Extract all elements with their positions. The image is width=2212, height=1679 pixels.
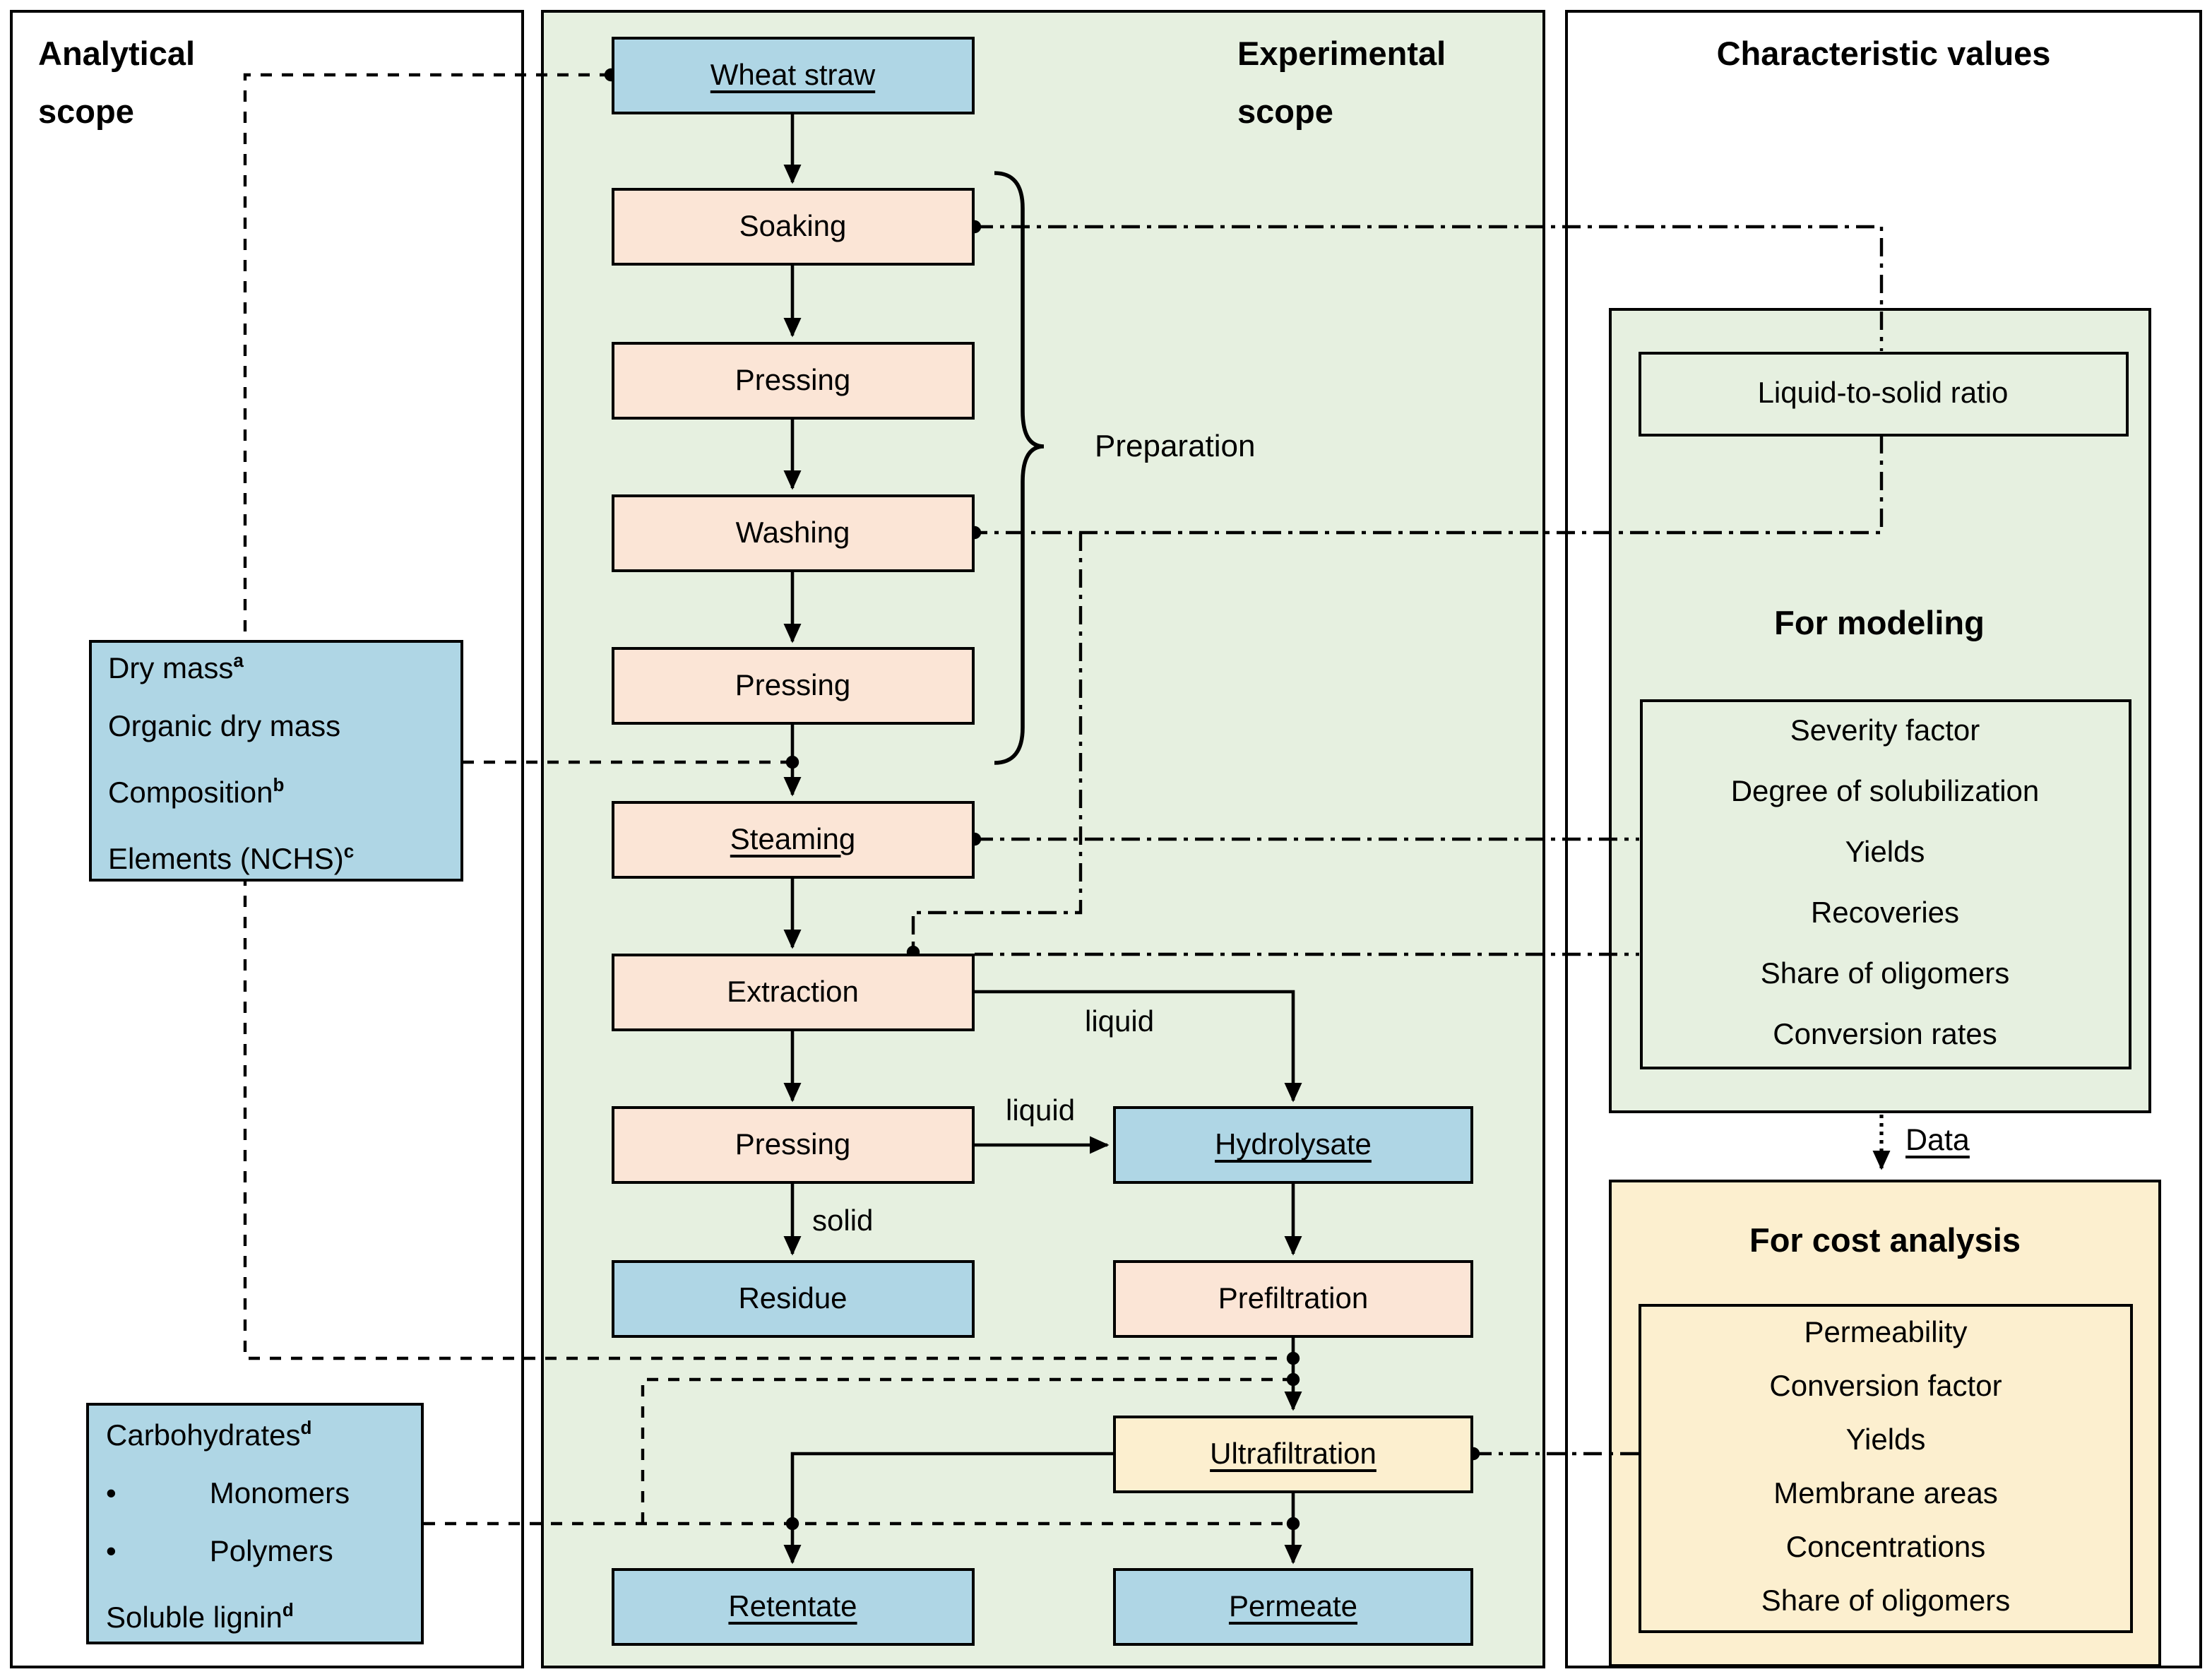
permeate-box: Permeate: [1113, 1568, 1473, 1646]
residue-label: Residue: [738, 1282, 848, 1315]
cost-values-box: Permeability Conversion factor Yields Me…: [1639, 1303, 2133, 1632]
modeling-item: Conversion rates: [1773, 1019, 1997, 1051]
analytical-dashed-connectors: [243, 73, 1293, 1526]
organic-dry-mass-line: Organic dry mass: [91, 699, 460, 757]
extraction-box: Extraction: [611, 953, 975, 1031]
for-modeling-title: For modeling: [1608, 595, 2151, 653]
pressing3-box: Pressing: [611, 1106, 975, 1184]
hydrolysate-label: Hydrolysate: [1215, 1129, 1372, 1161]
pressing2-box: Pressing: [611, 647, 975, 725]
prefiltration-box: Prefiltration: [1113, 1259, 1473, 1337]
steaming-box: Steaming: [611, 800, 975, 878]
bullet-icon: •: [106, 1536, 117, 1569]
steaming-label: Steaming: [730, 823, 856, 855]
wheat-straw-box: Wheat straw: [611, 36, 975, 114]
characteristic-title-text: Characteristic values: [1716, 35, 2051, 72]
washing-box: Washing: [611, 494, 975, 571]
polymers-line: • Polymers: [89, 1524, 421, 1582]
modeling-item: Recoveries: [1810, 897, 1960, 930]
organic-dry-mass-text: Organic dry mass: [108, 711, 341, 744]
bullet-icon: •: [106, 1478, 117, 1511]
cost-item: Permeability: [1804, 1316, 1968, 1349]
dry-mass-line: Dry massa: [91, 632, 460, 699]
characteristic-dashdot-connectors: [911, 225, 1884, 1456]
cost-item: Yields: [1845, 1423, 1926, 1456]
wheat-straw-label: Wheat straw: [710, 59, 876, 91]
data-text: Data: [1905, 1123, 1970, 1157]
cost-item: Membrane areas: [1773, 1478, 1998, 1511]
liquid-extraction-text: liquid: [1085, 1006, 1155, 1038]
characteristic-values-title: Characteristic values: [1565, 25, 2202, 83]
carbohydrates-line: Carbohydratesd: [89, 1399, 421, 1466]
experimental-title-line2: scope: [1237, 93, 1333, 131]
elements-sup: c: [343, 841, 355, 862]
modeling-values-box: Severity factor Degree of solubilization…: [1639, 699, 2131, 1069]
liquid-extraction-label: liquid: [1085, 1006, 1154, 1040]
soaking-label: Soaking: [739, 210, 847, 243]
dry-mass-text: Dry mass: [108, 653, 234, 686]
carbohydrates-box: Carbohydratesd •Monomers •Polymers Solub…: [86, 1402, 424, 1644]
pressing1-label: Pressing: [735, 364, 851, 396]
data-label: Data: [1905, 1123, 1970, 1158]
composition-sup: b: [273, 774, 285, 796]
retentate-label: Retentate: [728, 1591, 857, 1623]
preparation-label: Preparation: [1095, 428, 1256, 465]
analytical-scope-title: Analytical scope: [38, 25, 195, 142]
experimental-scope-title: Experimental scope: [1237, 25, 1446, 142]
monomers-line: • Monomers: [89, 1466, 421, 1524]
carbohydrates-text: Carbohydrates: [106, 1420, 301, 1453]
for-modeling-text: For modeling: [1774, 605, 1985, 641]
analytical-title-line2: scope: [38, 93, 134, 131]
preparation-text: Preparation: [1095, 428, 1256, 463]
composition-line: Compositionb: [91, 757, 460, 823]
ultrafiltration-box: Ultrafiltration: [1113, 1415, 1473, 1493]
cost-item: Share of oligomers: [1761, 1585, 2011, 1618]
prefiltration-label: Prefiltration: [1218, 1282, 1369, 1315]
pressing3-label: Pressing: [735, 1129, 851, 1161]
pressing1-box: Pressing: [611, 341, 975, 419]
monomers-text: Monomers: [209, 1478, 350, 1511]
analytical-title-line1: Analytical: [38, 35, 196, 72]
carbohydrates-sup: d: [300, 1417, 312, 1439]
soluble-lignin-text: Soluble lignin: [106, 1602, 283, 1635]
hydrolysate-box: Hydrolysate: [1113, 1106, 1473, 1184]
soluble-lignin-sup: d: [282, 1599, 294, 1621]
permeate-label: Permeate: [1228, 1591, 1358, 1623]
liquid-pressing-text: liquid: [1006, 1095, 1076, 1127]
residue-box: Residue: [611, 1259, 975, 1337]
experimental-title-line1: Experimental: [1237, 35, 1446, 72]
dry-mass-sup: a: [233, 650, 244, 672]
polymers-text: Polymers: [209, 1536, 333, 1569]
solid-text: solid: [812, 1205, 874, 1238]
preparation-brace: [994, 171, 1045, 765]
cost-item: Conversion factor: [1769, 1370, 2002, 1403]
extraction-label: Extraction: [727, 975, 859, 1008]
liquid-to-solid-ratio-box: Liquid-to-solid ratio: [1638, 351, 2128, 436]
retentate-box: Retentate: [611, 1568, 975, 1646]
pressing2-label: Pressing: [735, 670, 851, 702]
elements-line: Elements (NCHS)c: [91, 823, 460, 889]
modeling-item: Yields: [1845, 836, 1925, 869]
composition-text: Composition: [108, 777, 273, 810]
liquid-pressing-label: liquid: [1006, 1095, 1075, 1129]
for-cost-analysis-title: For cost analysis: [1609, 1212, 2161, 1270]
modeling-item: Severity factor: [1790, 715, 1980, 747]
liquid-to-solid-ratio-label: Liquid-to-solid ratio: [1757, 377, 2009, 410]
modeling-item: Degree of solubilization: [1730, 776, 2040, 808]
cost-item: Concentrations: [1785, 1531, 1986, 1565]
for-cost-analysis-text: For cost analysis: [1749, 1222, 2021, 1259]
washing-label: Washing: [735, 516, 850, 549]
solid-label: solid: [812, 1205, 873, 1239]
soaking-box: Soaking: [611, 188, 975, 266]
elements-text: Elements (NCHS): [108, 843, 344, 877]
sample-properties-box: Dry massa Organic dry mass Compositionb …: [88, 639, 463, 882]
soluble-lignin-line: Soluble lignind: [89, 1582, 421, 1648]
ultrafiltration-label: Ultrafiltration: [1210, 1437, 1376, 1470]
modeling-item: Share of oligomers: [1760, 958, 2010, 990]
